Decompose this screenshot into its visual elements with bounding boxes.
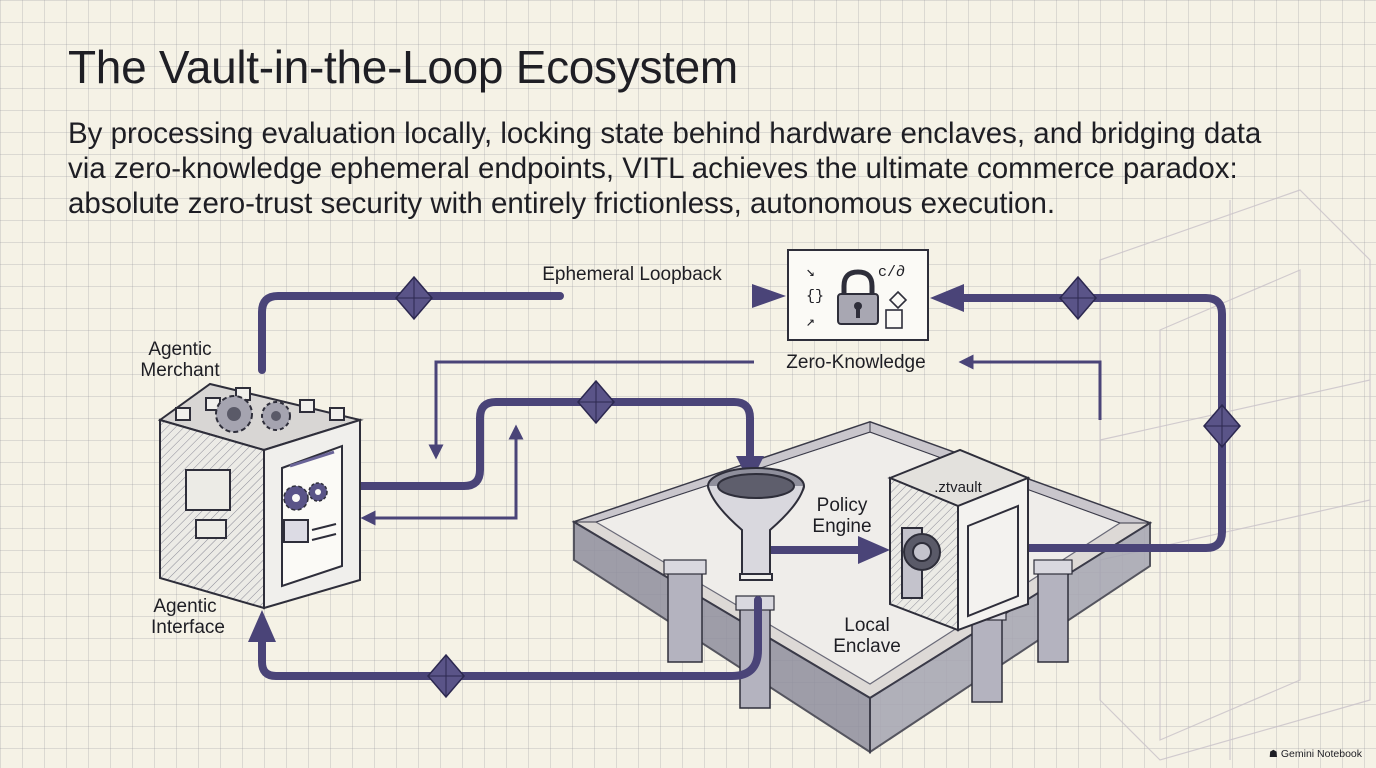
svg-text:{}: {} [806,288,824,305]
label-ephemeral-loopback: Ephemeral Loopback [542,264,722,285]
label-local-enclave-1: Local [844,615,889,636]
vault-icon [887,448,1031,632]
label-local-enclave-2: Enclave [833,636,901,657]
brand-label: Gemini Notebook [1280,748,1362,760]
brand-watermark: ☗ Gemini Notebook [1269,748,1362,760]
svg-text:↗: ↗ [806,314,815,331]
label-policy-engine-2: Engine [812,516,871,537]
label-policy-engine-1: Policy [817,495,868,516]
padlock-icon [837,269,879,325]
gear-icon [215,395,328,511]
label-zero-knowledge: Zero-Knowledge [786,352,925,373]
label-agentic-merchant-1: Agentic [148,339,211,360]
label-agentic-interface-1: Agentic [153,596,216,617]
zk-code-glyph: c/∂ [878,264,905,281]
page-title: The Vault-in-the-Loop Ecosystem [68,41,738,93]
label-agentic-merchant-2: Merchant [140,360,220,381]
zero-knowledge-module: ↘ {} ↗ c/∂ [787,249,929,341]
svg-text:↘: ↘ [806,264,815,281]
agentic-merchant-castle [157,382,364,610]
label-ztvault: .ztvault [934,479,982,496]
funnel-icon [707,467,805,581]
label-agentic-interface-2: Interface [151,617,225,638]
background-sketch [1099,189,1371,761]
page-subtitle: By processing evaluation locally, lockin… [68,117,1262,220]
diamond-node-icon [395,275,1241,699]
brand-icon: ☗ [1268,748,1278,760]
local-enclave-walls [571,420,1153,754]
